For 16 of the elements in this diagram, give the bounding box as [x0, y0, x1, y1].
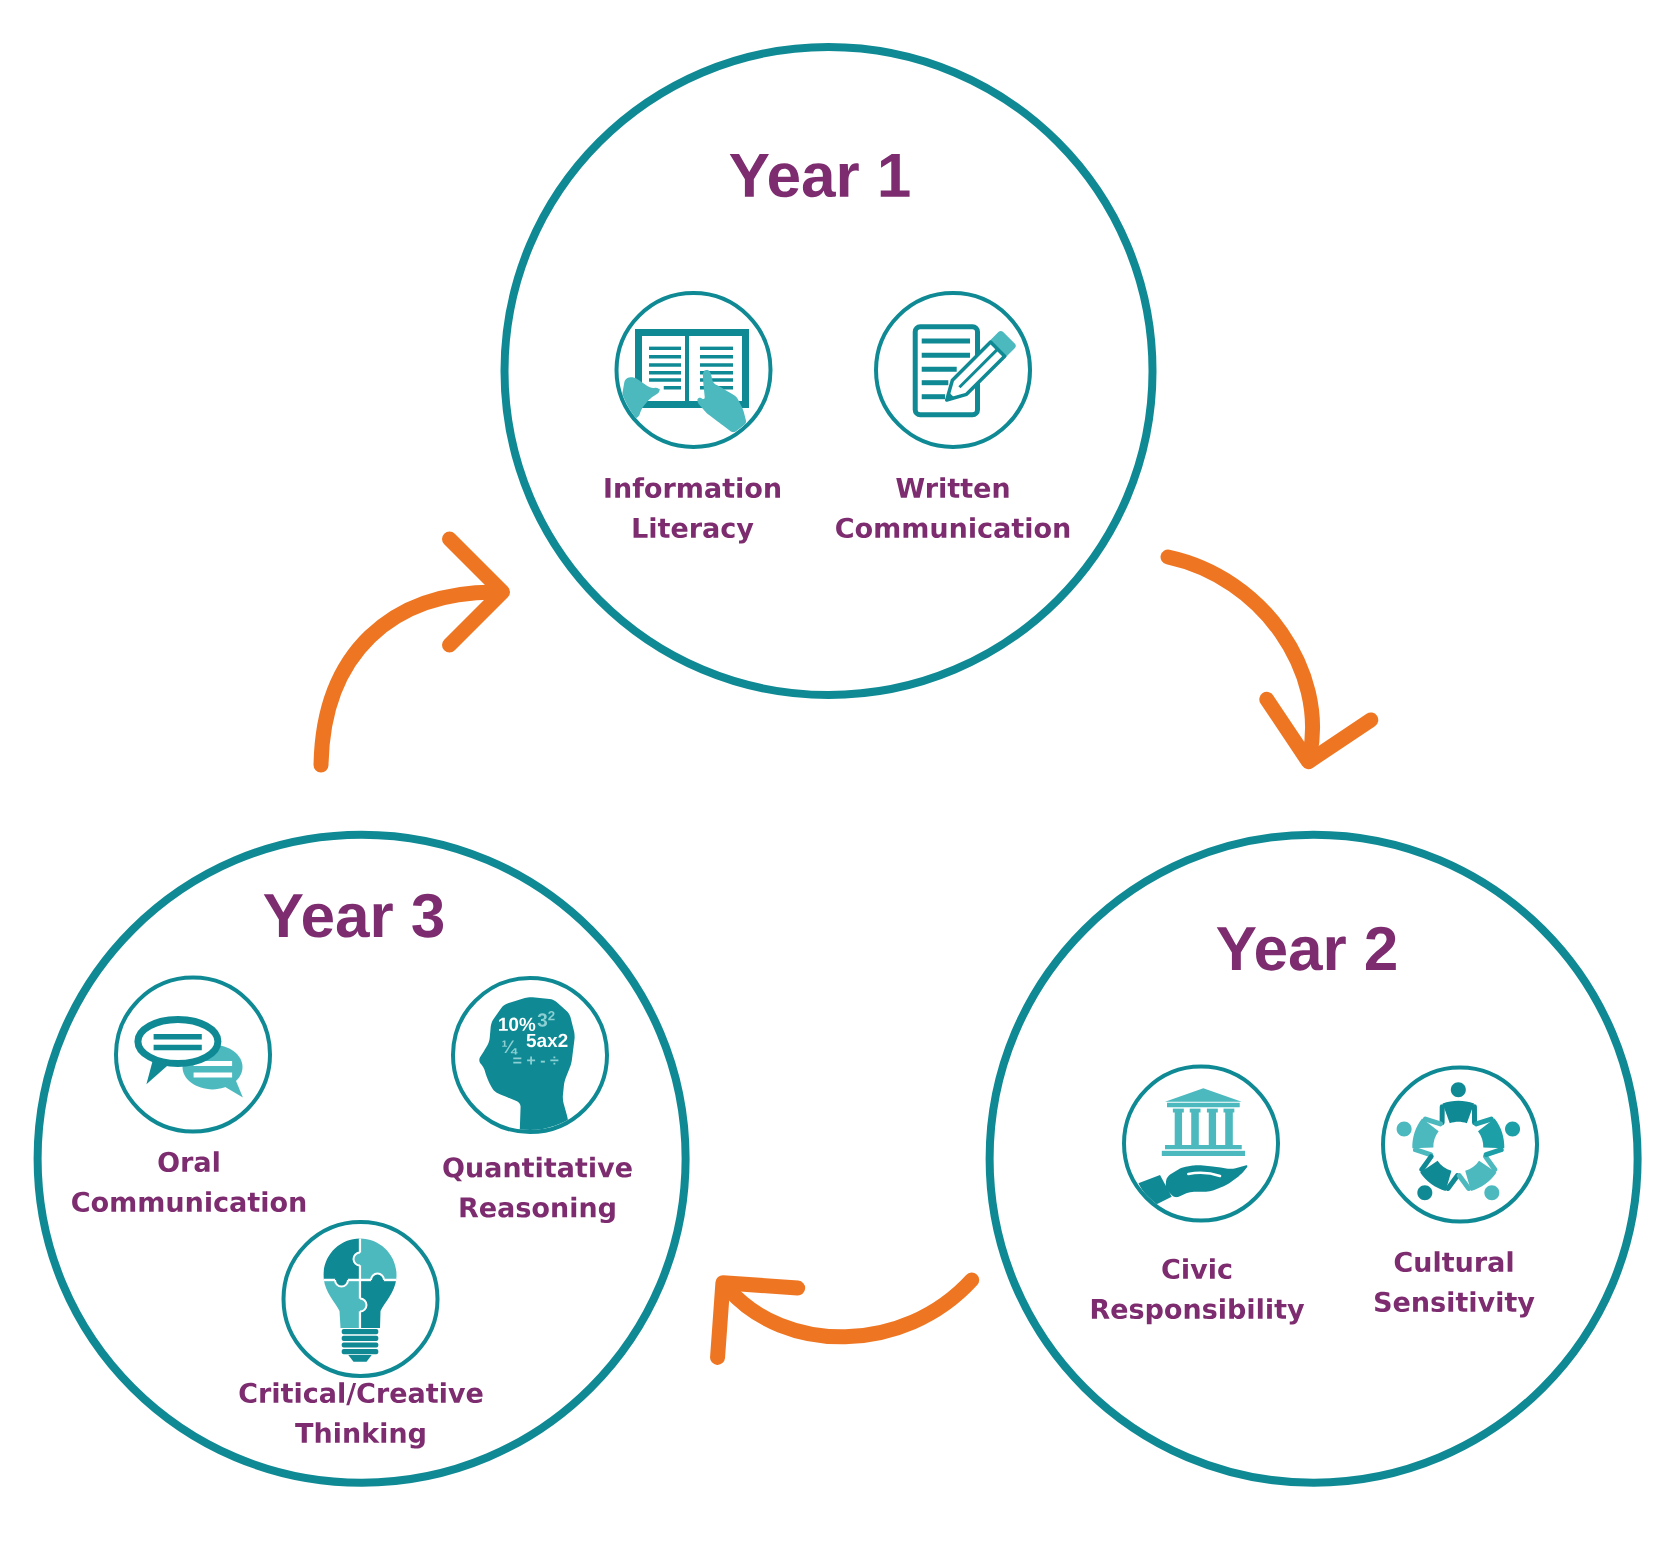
skill-label: Civic Responsibility	[1091, 1258, 1305, 1325]
skill-label: Information Literacy	[605, 477, 780, 544]
math-text: 5ax2	[526, 1033, 568, 1048]
math-text: = + - ÷	[513, 1056, 559, 1065]
skill-label: Quantitative Reasoning	[443, 1156, 632, 1224]
heading: Year 1	[729, 154, 910, 198]
skill-label: Cultural Sensitivity	[1375, 1251, 1535, 1318]
heading: Year 3	[263, 893, 444, 938]
math-text: 10%	[499, 1017, 536, 1032]
skill-label: Written Communication	[836, 477, 1070, 539]
math-text: 3$^{2}$	[537, 1011, 555, 1027]
math-text: ¼	[502, 1040, 518, 1055]
skill-label: Oral Communication	[72, 1151, 306, 1213]
heading: Year 2	[1216, 926, 1396, 971]
curved-arrow	[710, 1272, 980, 1365]
skill-label: Critical/Creative Thinking	[239, 1382, 483, 1449]
